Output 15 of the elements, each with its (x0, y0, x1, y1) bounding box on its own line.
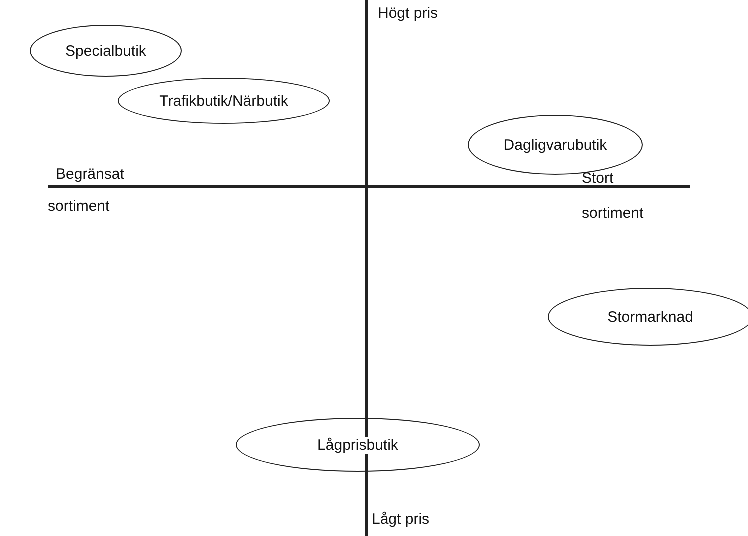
store-type-label: Lågprisbutik (316, 436, 400, 454)
axis-label: Högt pris (378, 5, 438, 22)
axis-label: sortiment (48, 198, 110, 215)
store-type-label: Dagligvarubutik (502, 136, 610, 154)
store-type-ellipse (30, 25, 182, 77)
store-type-ellipse (548, 288, 748, 346)
axis-label: Begränsat (56, 166, 124, 183)
axis-label: Stort (582, 170, 614, 187)
axis-label: Lågt pris (372, 511, 430, 528)
store-type-label: Stormarknad (606, 308, 696, 326)
axis-label: sortiment (582, 205, 644, 222)
store-type-label: Trafikbutik/Närbutik (158, 92, 290, 110)
store-type-ellipse (118, 78, 330, 124)
store-type-ellipse (236, 418, 480, 472)
store-type-label: Specialbutik (64, 42, 148, 60)
